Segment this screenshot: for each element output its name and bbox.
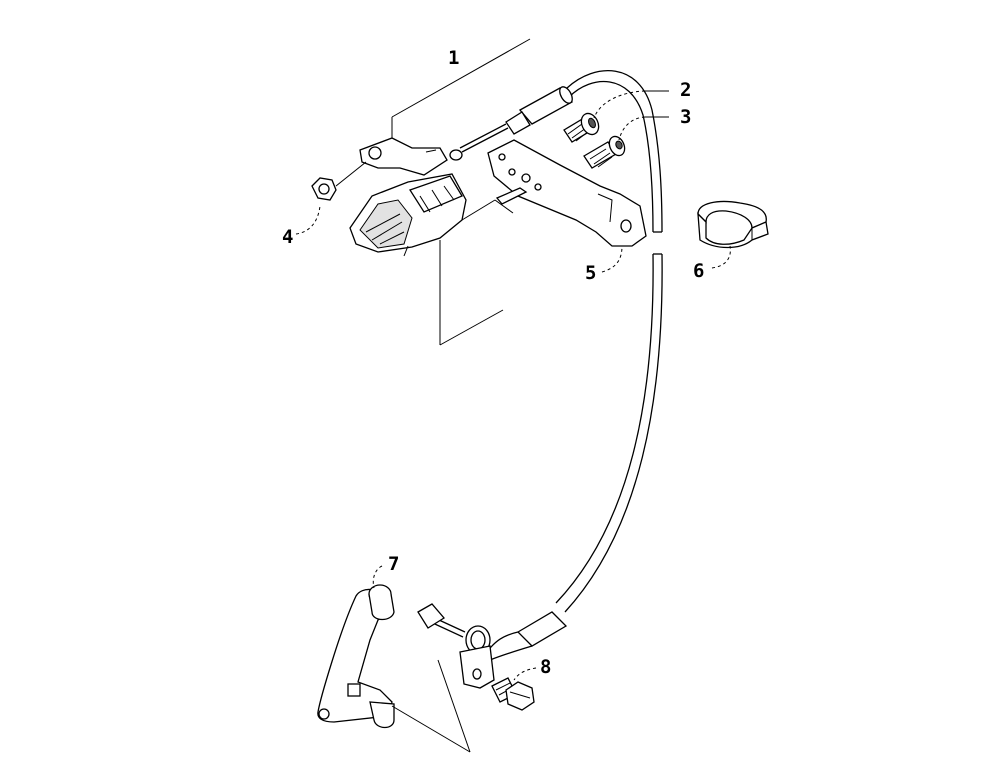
screw-part-2 [563, 112, 600, 143]
bolt-part-8 [491, 677, 535, 711]
callout-5: 5 [585, 262, 596, 284]
upper-cable-end [449, 86, 574, 161]
switch-housing [349, 173, 514, 257]
callout-labels: 1 2 3 4 5 6 7 8 [282, 47, 704, 678]
lower-cable-end [417, 603, 568, 689]
callout-4: 4 [282, 226, 293, 248]
callout-3: 3 [680, 106, 691, 128]
cable-housing-upper [566, 69, 663, 233]
callout-leaders [295, 90, 731, 681]
callout-7: 7 [388, 553, 399, 575]
clamp-part-6 [697, 200, 769, 249]
lever-part-7 [317, 584, 471, 753]
cable-housing-lower [555, 253, 663, 613]
callout-8: 8 [540, 656, 551, 678]
callout-1-leaders [391, 38, 531, 346]
callout-6: 6 [693, 260, 704, 282]
switch-bracket [359, 137, 448, 176]
mounting-plate-part-5 [487, 139, 647, 247]
callout-1: 1 [448, 47, 459, 69]
nut-part-4 [311, 161, 367, 201]
callout-2: 2 [680, 79, 691, 101]
screw-part-3 [583, 135, 626, 169]
